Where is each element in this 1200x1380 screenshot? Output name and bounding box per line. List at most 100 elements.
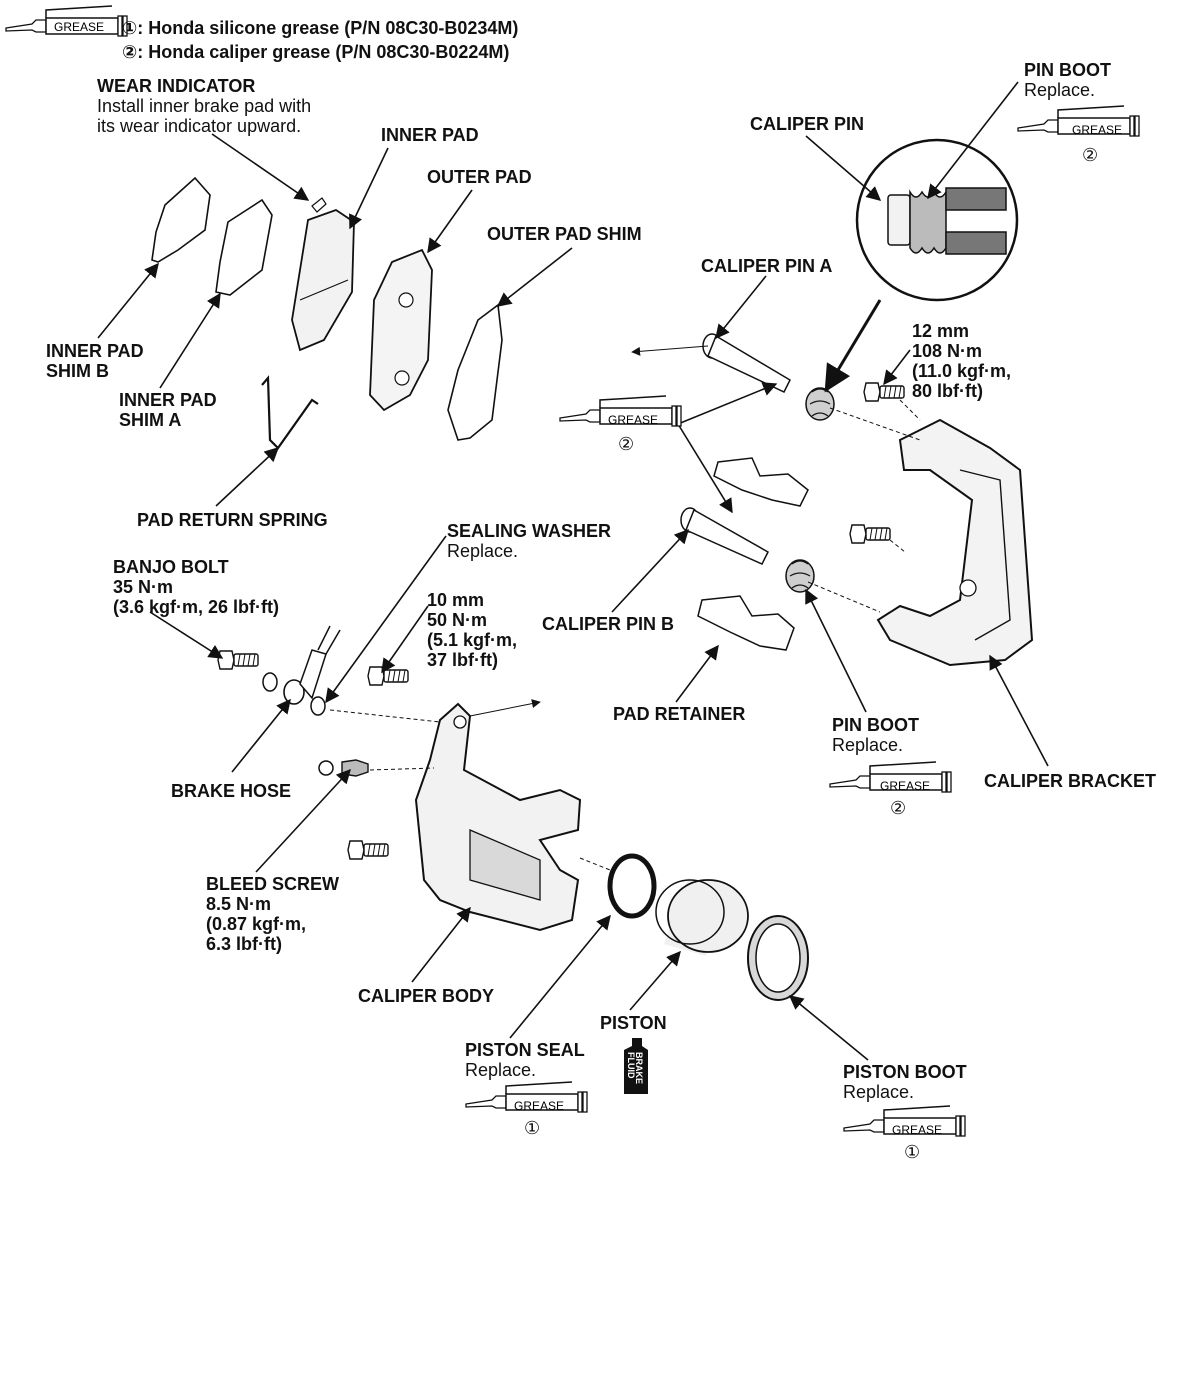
label-pad-retainer: PAD RETAINER xyxy=(613,704,745,724)
outer-pad-part xyxy=(369,248,433,412)
grease-mark-pin-boot-bottom: ② xyxy=(890,798,907,819)
piston-boot-part xyxy=(747,915,809,1001)
wear-indicator-title: WEAR INDICATOR xyxy=(97,76,256,96)
label-wear-indicator: WEAR INDICATOR Install inner brake pad w… xyxy=(97,76,311,136)
label-caliper-pin-b: CALIPER PIN B xyxy=(542,614,674,634)
legend-line-1: ①: Honda silicone grease (P/N 08C30-B023… xyxy=(122,18,518,39)
grease-icon-text: GREASE xyxy=(880,779,930,793)
grease-icon-text: GREASE xyxy=(892,1123,942,1137)
piston-seal-part xyxy=(607,853,657,919)
label-inner-pad-shim-a: INNER PAD SHIM A xyxy=(119,390,217,430)
legend-grease-icon: GREASE xyxy=(5,5,128,37)
caliper-bolt-lower xyxy=(347,840,389,860)
brake-hose-part xyxy=(283,625,341,705)
bolt-10mm-torque-lbf: 37 lbf·ft) xyxy=(427,650,498,670)
label-piston: PISTON xyxy=(600,1013,667,1033)
bolt-12mm-torque-lbf: 80 lbf·ft) xyxy=(912,381,983,401)
label-caliper-pin: CALIPER PIN xyxy=(750,114,864,134)
piston-seal-title: PISTON SEAL xyxy=(465,1040,585,1060)
label-banjo-bolt: BANJO BOLT 35 N·m (3.6 kgf·m, 26 lbf·ft) xyxy=(113,557,279,617)
bolt-10mm-torque-nm: 50 N·m xyxy=(427,610,488,630)
brake-fluid-icon: BRAKE FLUID xyxy=(624,1038,648,1094)
caliper-pin-detail xyxy=(855,138,1019,302)
label-piston-boot: PISTON BOOT Replace. xyxy=(843,1062,967,1102)
sealing-washer-note: Replace. xyxy=(447,541,519,561)
label-brake-hose: BRAKE HOSE xyxy=(171,781,291,801)
inner-pad-shim-b-text-2: SHIM B xyxy=(46,361,109,381)
grease-icon-piston-seal: GREASE xyxy=(465,1081,588,1113)
label-pin-boot-bottom: PIN BOOT Replace. xyxy=(832,715,919,755)
pin-boot-top-title: PIN BOOT xyxy=(1024,60,1112,80)
caliper-body-part xyxy=(414,702,582,932)
legend-mark-2: ② xyxy=(122,42,138,63)
bolt-12mm-size: 12 mm xyxy=(912,321,970,341)
caliper-pin-text: CALIPER PIN xyxy=(750,114,865,134)
legend-mark-1: ① xyxy=(122,18,138,39)
inner-pad-text: INNER PAD xyxy=(381,125,479,145)
piston-part xyxy=(655,878,749,956)
pin-boot-bottom-title: PIN BOOT xyxy=(832,715,920,735)
grease-mark-piston-boot: ① xyxy=(904,1142,921,1163)
caliper-pin-b-text: CALIPER PIN B xyxy=(542,614,675,634)
pin-boot-top-note: Replace. xyxy=(1024,80,1096,100)
piston-seal-note: Replace. xyxy=(465,1060,537,1080)
brake-hose-text: BRAKE HOSE xyxy=(171,781,292,801)
grease-icon-pin-boot-top: GREASE xyxy=(1017,105,1140,137)
legend-text-2: : Honda caliper grease (P/N 08C30-B0224M… xyxy=(137,42,510,62)
brake-fluid-text-1: BRAKE xyxy=(634,1052,644,1084)
label-piston-seal: PISTON SEAL Replace. xyxy=(465,1040,585,1080)
caliper-body-text: CALIPER BODY xyxy=(358,986,495,1006)
inner-pad-shim-a-part xyxy=(215,198,273,296)
label-pad-return-spring: PAD RETURN SPRING xyxy=(137,510,328,530)
caliper-pin-a-text: CALIPER PIN A xyxy=(701,256,833,276)
bleed-screw-torque-nm: 8.5 N·m xyxy=(206,894,272,914)
legend-line-2: ②: Honda caliper grease (P/N 08C30-B0224… xyxy=(122,42,509,63)
outer-pad-text: OUTER PAD xyxy=(427,167,532,187)
piston-boot-title: PISTON BOOT xyxy=(843,1062,967,1082)
bleed-screw-torque-kgf: (0.87 kgf·m, xyxy=(206,914,307,934)
label-outer-pad: OUTER PAD xyxy=(427,167,532,187)
label-bleed-screw: BLEED SCREW 8.5 N·m (0.87 kgf·m, 6.3 lbf… xyxy=(206,874,339,954)
label-outer-pad-shim: OUTER PAD SHIM xyxy=(487,224,642,244)
label-bolt-10mm: 10 mm 50 N·m (5.1 kgf·m, 37 lbf·ft) xyxy=(427,590,517,670)
caliper-pin-a-part xyxy=(702,333,791,393)
bleed-screw-cap xyxy=(318,760,334,776)
grease-icon-text: GREASE xyxy=(608,413,658,427)
banjo-washer-left xyxy=(262,672,278,692)
sealing-washer-title: SEALING WASHER xyxy=(447,521,612,541)
pin-boot-bottom-note: Replace. xyxy=(832,735,904,755)
legend-text-1: : Honda silicone grease (P/N 08C30-B0234… xyxy=(137,18,519,38)
legend-grease-icon-text: GREASE xyxy=(54,20,104,34)
piston-boot-note: Replace. xyxy=(843,1082,915,1102)
outer-pad-shim-part xyxy=(447,303,503,441)
label-inner-pad-shim-b: INNER PAD SHIM B xyxy=(46,341,144,381)
bolt-10mm-torque-kgf: (5.1 kgf·m, xyxy=(427,630,518,650)
grease-mark-caliper-pins: ② xyxy=(618,434,635,455)
label-pin-boot-top: PIN BOOT Replace. xyxy=(1024,60,1111,100)
inner-pad-shim-b-part xyxy=(151,176,211,263)
caliper-pin-b-part xyxy=(680,507,769,565)
banjo-bolt-part xyxy=(217,650,259,670)
alignment-lines xyxy=(329,345,921,871)
grease-icon-pin-boot-bottom: GREASE xyxy=(829,761,952,793)
inner-pad-shim-a-text-1: INNER PAD xyxy=(119,390,217,410)
wear-indicator-note-2: its wear indicator upward. xyxy=(97,116,302,136)
bleed-screw-torque-lbf: 6.3 lbf·ft) xyxy=(206,934,282,954)
pad-retainer-text: PAD RETAINER xyxy=(613,704,746,724)
grease-icon-caliper-pins: GREASE xyxy=(559,395,682,427)
label-inner-pad: INNER PAD xyxy=(381,125,479,145)
outer-pad-shim-text: OUTER PAD SHIM xyxy=(487,224,642,244)
banjo-bolt-torque-other: (3.6 kgf·m, 26 lbf·ft) xyxy=(113,597,280,617)
grease-icon-text: GREASE xyxy=(514,1099,564,1113)
grease-icon-text: GREASE xyxy=(1072,123,1122,137)
caliper-bracket-part xyxy=(876,418,1034,667)
bolt-10mm-size: 10 mm xyxy=(427,590,485,610)
label-caliper-bracket: CALIPER BRACKET xyxy=(984,771,1156,791)
label-bolt-12mm: 12 mm 108 N·m (11.0 kgf·m, 80 lbf·ft) xyxy=(912,321,1011,401)
pad-return-spring-text: PAD RETURN SPRING xyxy=(137,510,328,530)
pad-retainer-lower-part xyxy=(697,595,795,651)
bracket-bolt-upper xyxy=(863,382,905,402)
label-sealing-washer: SEALING WASHER Replace. xyxy=(447,521,611,561)
grease-mark-piston-seal: ① xyxy=(524,1118,541,1139)
